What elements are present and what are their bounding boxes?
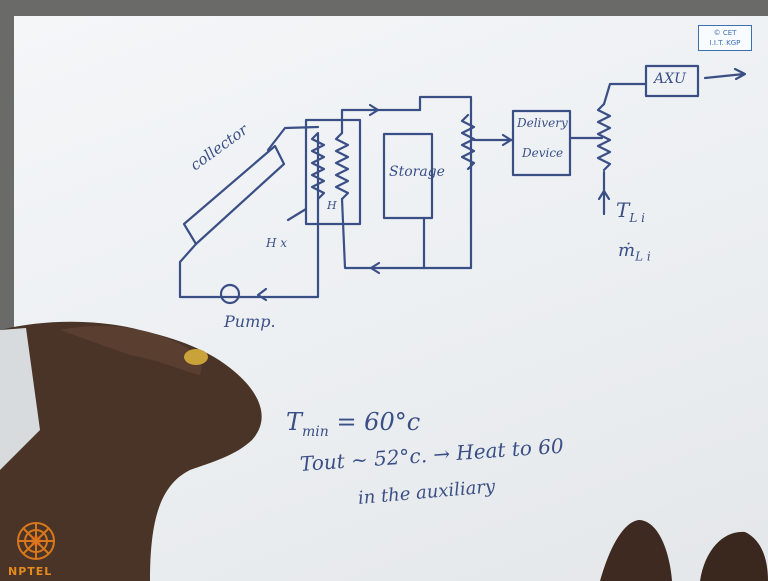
hx-label: H x [266,236,287,250]
to-aux-line [604,84,646,104]
delivery-device-label-line1: Delivery [517,116,568,130]
hx-storage-loop-top [342,110,420,133]
note-tmin: Tmin = 60°c [286,408,420,440]
hx-pointer [288,209,306,220]
pump-arrow [258,289,266,300]
hx-coil-right [336,133,348,199]
pump-label: Pump. [224,312,276,331]
pump-symbol [221,285,239,303]
cet-watermark: © CET I.I.T. KGP [698,25,752,51]
h-label: H [327,199,337,212]
nptel-logo-text: NPTEL [8,565,52,578]
hx-coil-left [312,133,324,199]
load-inlet-flow-label: ṁL i [618,240,651,264]
storage-hx-coil [462,115,474,169]
load-inlet-temp-label: TL i [616,198,645,225]
delivery-device-label-line2: Device [522,146,563,160]
aux-label: AXU [654,71,686,87]
nptel-logo-icon [18,523,54,559]
storage-label: Storage [389,164,445,180]
